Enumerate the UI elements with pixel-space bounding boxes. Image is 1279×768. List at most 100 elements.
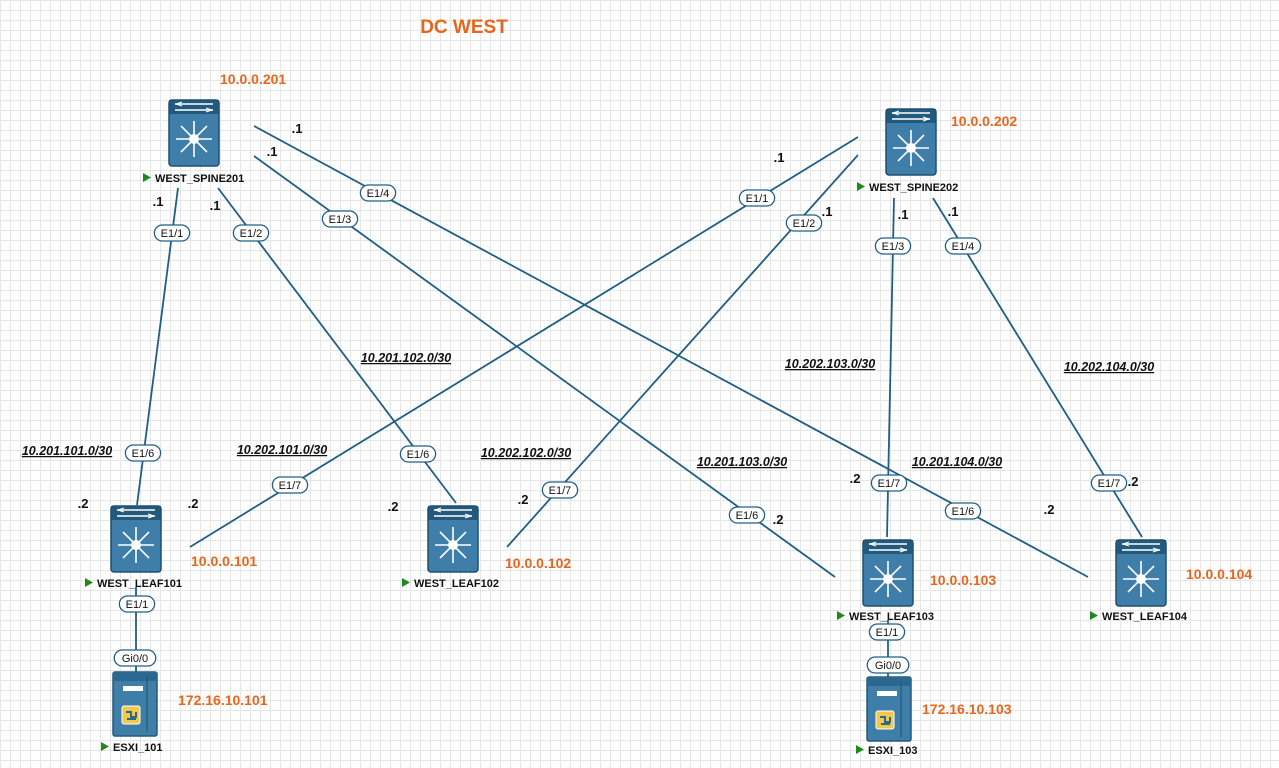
interface-badge-leaf101: E1/1 <box>118 595 156 613</box>
interface-label: E1/6 <box>132 448 155 460</box>
device-esxi101[interactable]: ESXI_101 172.16.10.101 <box>101 671 268 754</box>
subnet-label: 10.202.102.0/30 <box>481 446 571 460</box>
host-octet-label: .2 <box>850 471 861 486</box>
host-octet-label: .1 <box>267 144 278 159</box>
subnet-label: 10.202.103.0/30 <box>785 357 875 371</box>
interface-label: E1/2 <box>240 228 263 240</box>
host-octet-label: .1 <box>292 121 303 136</box>
interface-badge-leaf102: E1/6 <box>399 445 437 463</box>
interface-label: Gi0/0 <box>122 653 148 665</box>
interface-pill-shape <box>321 210 359 228</box>
interface-label: E1/3 <box>329 214 352 226</box>
interface-pill-shape <box>785 214 823 232</box>
interface-label: E1/7 <box>878 478 901 490</box>
interface-label: Gi0/0 <box>875 660 901 672</box>
interface-pill-shape <box>124 444 162 462</box>
nexus-switch-icon[interactable] <box>862 539 914 607</box>
interface-badge-leaf104: E1/7 <box>1090 474 1128 492</box>
interface-badge-esxi103: Gi0/0 <box>866 656 910 674</box>
subnet-label: 10.201.103.0/30 <box>697 455 787 469</box>
nexus-switch-icon[interactable] <box>168 99 220 167</box>
host-octet-label: .2 <box>518 492 529 507</box>
interface-label: E1/4 <box>367 188 390 200</box>
interface-badge-leaf103: E1/1 <box>868 623 906 641</box>
play-status-icon[interactable] <box>143 173 151 182</box>
device-leaf103[interactable]: WEST_LEAF103 10.0.0.103 <box>837 539 996 623</box>
interface-label: E1/3 <box>882 241 905 253</box>
esxi-server-icon[interactable] <box>112 671 158 737</box>
interface-pill-shape <box>399 445 437 463</box>
device-ip: 172.16.10.103 <box>922 701 1012 717</box>
interface-label: E1/1 <box>876 627 899 639</box>
host-octet-label: .1 <box>774 150 785 165</box>
device-spine202[interactable]: WEST_SPINE202 10.0.0.202 <box>857 108 1017 194</box>
host-octet-label: .2 <box>188 496 199 511</box>
subnet-label: 10.201.104.0/30 <box>912 455 1002 469</box>
host-octet-label: .1 <box>898 207 909 222</box>
device-ip: 172.16.10.101 <box>178 692 268 708</box>
nexus-switch-icon[interactable] <box>427 505 479 573</box>
interface-badge-leaf103: E1/6 <box>728 506 766 524</box>
interface-label: E1/6 <box>407 449 430 461</box>
interface-pill-shape <box>232 224 270 242</box>
diagram-title: DC WEST <box>420 17 508 38</box>
host-octet-label: .1 <box>210 198 221 213</box>
play-status-icon[interactable] <box>402 578 410 587</box>
play-status-icon[interactable] <box>101 742 109 751</box>
esxi-server-icon[interactable] <box>866 676 912 742</box>
play-status-icon[interactable] <box>837 611 845 620</box>
nexus-switch-icon[interactable] <box>1115 539 1167 607</box>
device-ip: 10.0.0.101 <box>191 553 257 569</box>
host-octet-label: .1 <box>153 194 164 209</box>
interface-pill-shape <box>944 237 982 255</box>
play-status-icon[interactable] <box>1090 611 1098 620</box>
interface-pill-shape <box>870 474 908 492</box>
nexus-switch-icon[interactable] <box>110 505 162 573</box>
host-octet-label: .2 <box>78 496 89 511</box>
interface-pill-shape <box>874 237 912 255</box>
device-ip: 10.0.0.103 <box>930 572 996 588</box>
device-name: WEST_SPINE202 <box>869 182 958 194</box>
interface-badge-leaf103: E1/7 <box>870 474 908 492</box>
interface-pill-shape <box>944 502 982 520</box>
labels-layer: 10.201.101.0/30.1.2E1/1E1/610.201.102.0/… <box>22 121 1154 674</box>
interface-badge-leaf101: E1/6 <box>124 444 162 462</box>
device-name: ESXI_103 <box>868 745 918 757</box>
play-status-icon[interactable] <box>857 182 865 191</box>
interface-badge-spine201: E1/1 <box>153 224 191 242</box>
device-name: WEST_LEAF103 <box>849 611 934 623</box>
subnet-label: 10.202.104.0/30 <box>1064 360 1154 374</box>
interface-pill-shape <box>153 224 191 242</box>
interface-label: E1/7 <box>279 480 302 492</box>
device-name: ESXI_101 <box>113 742 163 754</box>
interface-badge-spine201: E1/3 <box>321 210 359 228</box>
nexus-switch-icon[interactable] <box>885 108 937 176</box>
interface-badge-leaf101: E1/7 <box>271 476 309 494</box>
interface-badge-spine201: E1/2 <box>232 224 270 242</box>
device-ip: 10.0.0.202 <box>951 113 1017 129</box>
interface-badge-spine202: E1/4 <box>944 237 982 255</box>
interface-pill-shape <box>738 189 776 207</box>
play-status-icon[interactable] <box>85 578 93 587</box>
link-spine201-leaf104[interactable] <box>253 125 1089 578</box>
host-octet-label: .2 <box>1044 502 1055 517</box>
interface-badge-spine201: E1/4 <box>359 184 397 202</box>
interface-pill-shape <box>868 623 906 641</box>
host-octet-label: .2 <box>388 499 399 514</box>
interface-pill-shape <box>359 184 397 202</box>
interface-label: E1/1 <box>746 193 769 205</box>
interface-label: E1/4 <box>952 241 975 253</box>
host-octet-label: .2 <box>773 512 784 527</box>
play-status-icon[interactable] <box>856 745 864 754</box>
host-octet-label: .1 <box>948 204 959 219</box>
device-esxi103[interactable]: ESXI_103 172.16.10.103 <box>856 676 1012 757</box>
interface-pill-shape <box>728 506 766 524</box>
device-name: WEST_SPINE201 <box>155 173 244 185</box>
device-ip: 10.0.0.102 <box>505 555 571 571</box>
